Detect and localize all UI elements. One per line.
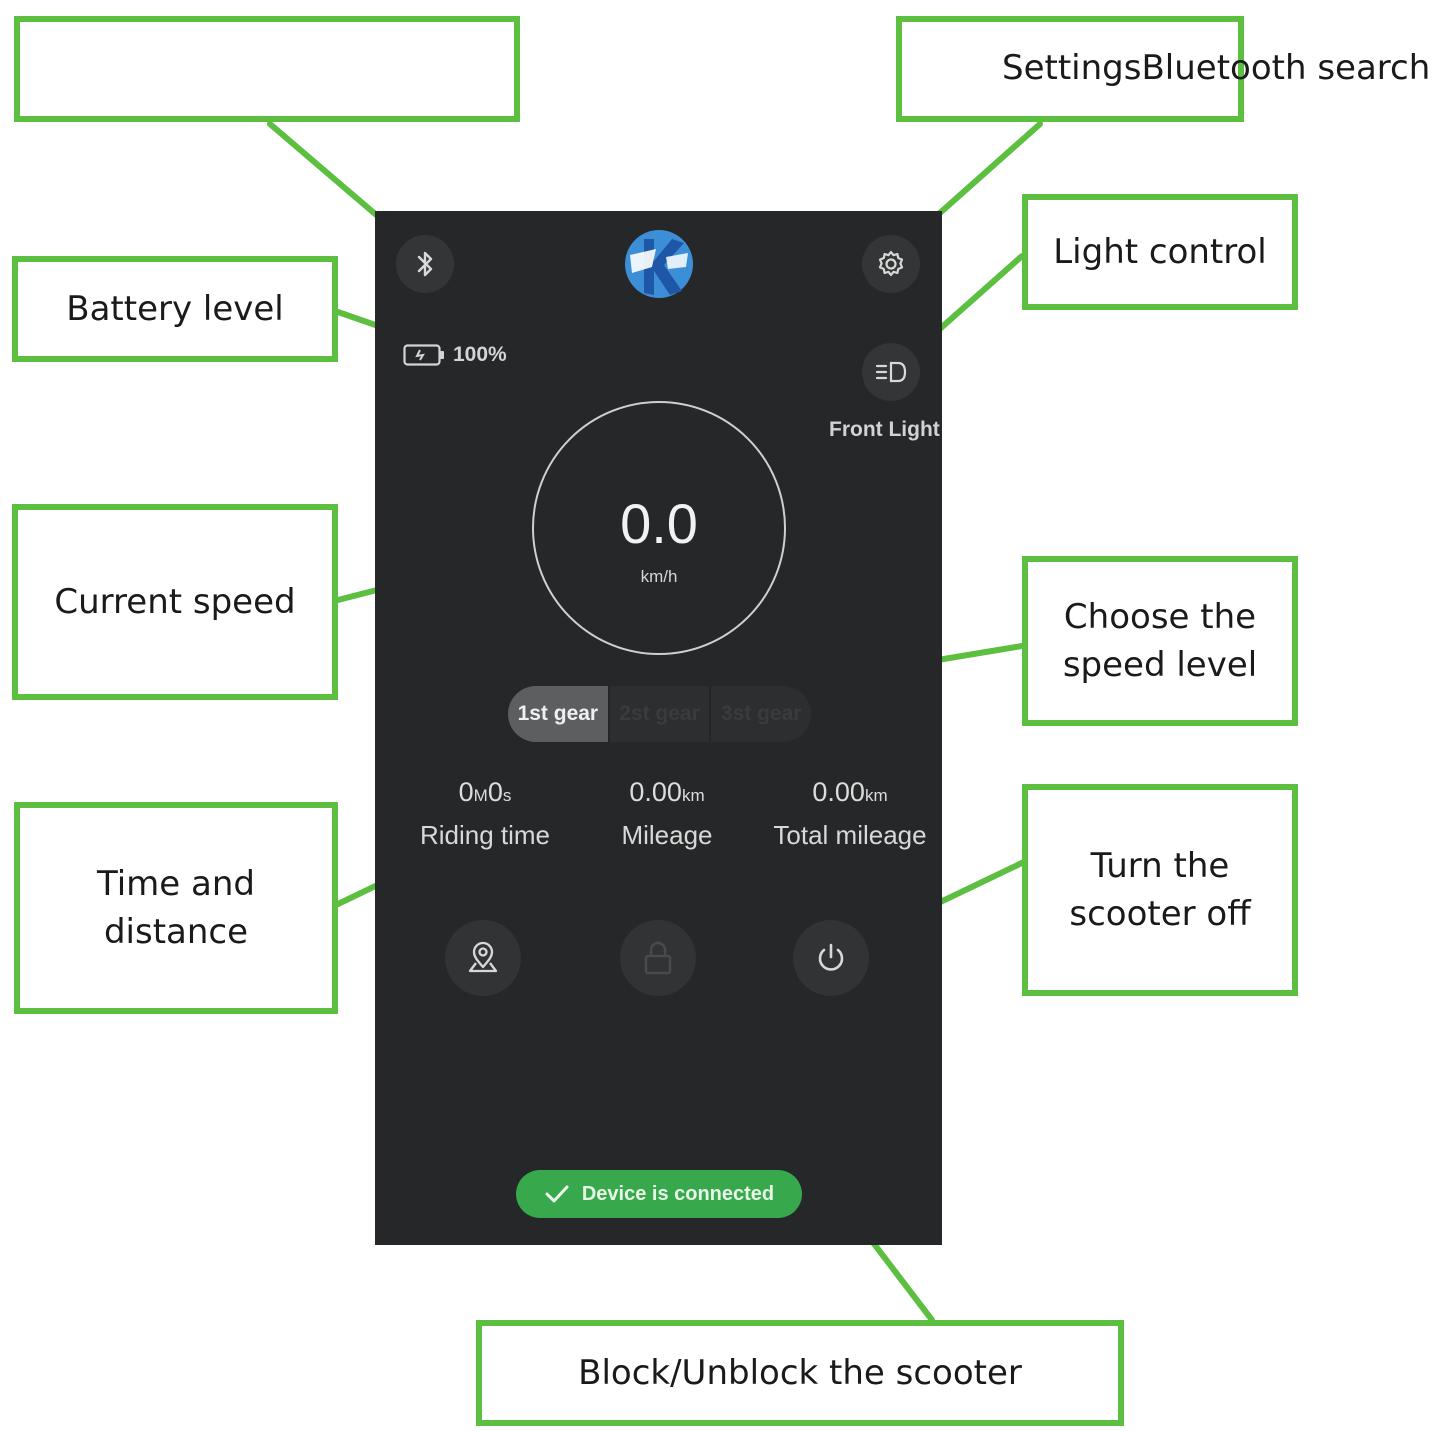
bluetooth-button[interactable]: [396, 235, 454, 293]
connection-status-text: Device is connected: [581, 1182, 775, 1205]
speedometer: 0.0 km/h: [532, 401, 786, 655]
callout-text-line: Choose the: [1063, 596, 1257, 637]
bluetooth-icon: [417, 251, 433, 277]
riding-time-value: 0M0s: [458, 777, 512, 807]
callout-battery-level: Battery level: [12, 256, 338, 362]
speed-unit: km/h: [640, 567, 678, 586]
total-mileage-value: 0.00km: [812, 777, 888, 807]
callout-text-line: SettingsBluetooth search: [1002, 48, 1431, 88]
front-light-label: Front Light: [829, 418, 940, 441]
app-screen: 100% Front Light 0.0 km/h 1st gear 2st g…: [375, 211, 942, 1245]
location-pin-icon: [468, 941, 498, 973]
callout-current-speed: Current speed: [12, 504, 338, 700]
callout-text-line: Battery level: [66, 288, 284, 329]
callout-settings: SettingsBluetooth search: [896, 16, 1430, 122]
callout-text-line: Block/Unblock the scooter: [578, 1352, 1022, 1393]
callout-light-control: Light control: [1022, 194, 1298, 310]
callout-time-distance: Time and distance: [14, 802, 338, 1014]
gear-option-1[interactable]: 1st gear: [508, 686, 608, 742]
speed-value: 0.0: [620, 492, 698, 555]
battery-icon: [403, 344, 444, 366]
gear-option-2[interactable]: 2st gear: [607, 686, 710, 742]
callout-bluetooth-search: [14, 16, 520, 122]
callout-text-line: scooter off: [1069, 894, 1251, 934]
callout-text-line: distance: [103, 912, 249, 952]
callout-lock: Block/Unblock the scooter: [476, 1320, 1124, 1426]
headlight-icon: [875, 361, 907, 383]
stat-riding-time: 0M0s Riding time: [405, 777, 565, 851]
location-button[interactable]: [445, 920, 521, 996]
stat-mileage: 0.00km Mileage: [597, 777, 737, 851]
callout-text-line: Current speed: [54, 581, 296, 622]
power-icon: [818, 943, 844, 971]
mileage-label: Mileage: [621, 820, 713, 850]
battery-indicator: 100%: [403, 343, 507, 367]
front-light-button[interactable]: [862, 343, 920, 401]
brand-logo: [622, 227, 696, 301]
callout-speed-level: Choose the speed level: [1022, 556, 1298, 726]
stat-total-mileage: 0.00km Total mileage: [759, 777, 941, 851]
lock-icon: [644, 941, 672, 975]
settings-button[interactable]: [862, 235, 920, 293]
gear-icon: [878, 250, 904, 277]
connection-toast: Device is connected: [516, 1170, 802, 1218]
callout-power-off: Turn the scooter off: [1022, 784, 1298, 996]
battery-percentage: 100%: [453, 343, 507, 366]
callout-text-line: Time and: [97, 863, 255, 904]
callout-text-line: Light control: [1053, 231, 1267, 272]
total-mileage-label: Total mileage: [773, 820, 927, 850]
checkmark-icon: [545, 1185, 569, 1203]
mileage-value: 0.00km: [629, 777, 705, 807]
power-button[interactable]: [793, 920, 869, 996]
callout-text-line: speed level: [1062, 645, 1258, 685]
riding-time-label: Riding time: [419, 820, 551, 850]
gear-option-3[interactable]: 3st gear: [709, 686, 811, 742]
callout-text-line: Turn the: [1090, 845, 1230, 886]
lock-button[interactable]: [620, 920, 696, 996]
gear-selector: 1st gear 2st gear 3st gear: [508, 686, 811, 742]
